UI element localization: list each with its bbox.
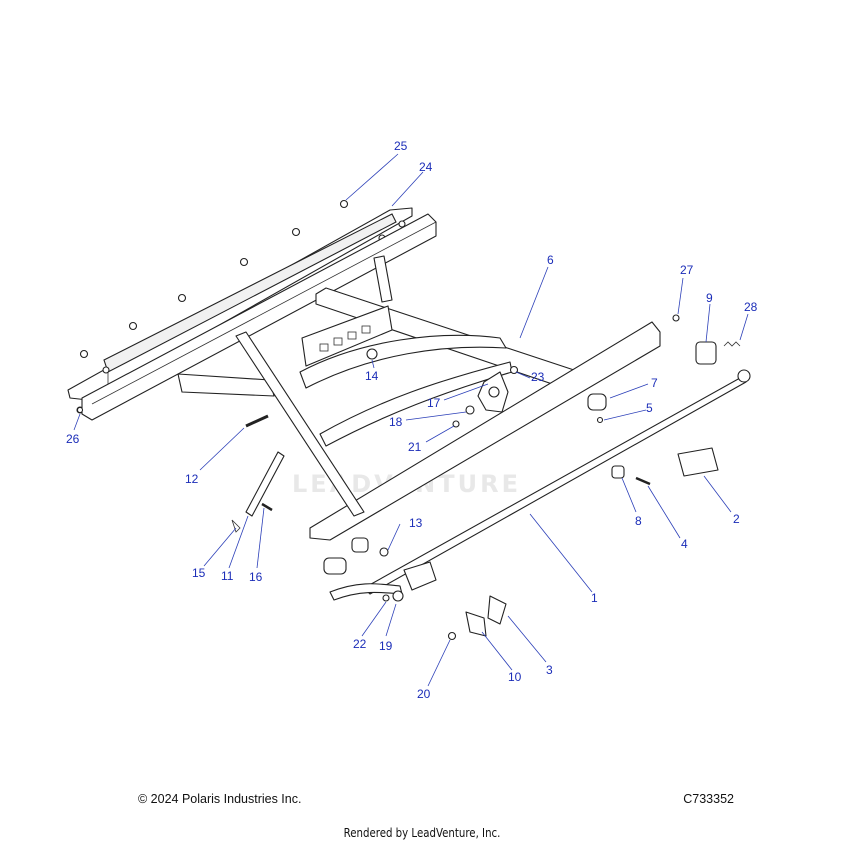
callout-22[interactable]: 22 [353,637,367,651]
callout-25[interactable]: 25 [394,139,408,153]
part-4-bolt [635,476,651,486]
callout-7[interactable]: 7 [651,376,658,390]
part-19-bushing [392,590,404,602]
part-5-screw [596,416,604,424]
callout-26[interactable]: 26 [66,432,80,446]
part-27-screw [672,314,680,322]
part-2-bracket [677,447,719,477]
callout-20[interactable]: 20 [417,687,431,701]
callout-2[interactable]: 2 [733,512,740,526]
callout-10[interactable]: 10 [508,670,522,684]
callout-8[interactable]: 8 [635,514,642,528]
callout-18[interactable]: 18 [389,415,403,429]
callout-4[interactable]: 4 [681,537,688,551]
callout-12[interactable]: 12 [185,472,199,486]
callout-3[interactable]: 3 [546,663,553,677]
callout-14[interactable]: 14 [365,369,379,383]
part-16-bolt [261,502,273,512]
part-13-nut [379,547,389,557]
part-11-shock [245,451,285,517]
part-22-nut [382,594,390,602]
callouts: 25 24 6 27 9 28 7 5 2 4 8 1 3 10 20 19 2… [66,139,758,701]
callout-24[interactable]: 24 [419,160,433,174]
part-24-angle-strip [67,207,413,401]
callout-21[interactable]: 21 [408,440,422,454]
diagram-code: C733352 [683,792,734,806]
part-17-mount [477,371,509,413]
part-3-bracket [487,595,507,625]
part-23-nut [509,365,519,375]
callout-9[interactable]: 9 [706,291,713,305]
callout-17[interactable]: 17 [427,396,441,410]
callout-27[interactable]: 27 [680,263,694,277]
part-28-spring [723,341,741,347]
callout-11[interactable]: 11 [221,569,234,583]
callout-28[interactable]: 28 [744,300,758,314]
part-10-plate [465,611,487,637]
part-26-screw [76,406,84,414]
loose-bushings [323,537,369,575]
callout-23[interactable]: 23 [531,370,545,384]
part-18-washer [465,405,475,415]
part-15-pin [231,519,241,533]
part-9-sleeve [695,341,717,365]
callout-13[interactable]: 13 [409,516,423,530]
part-21-screw [452,420,460,428]
callout-16[interactable]: 16 [249,570,263,584]
part-1-rod [329,369,751,601]
callout-15[interactable]: 15 [192,566,206,580]
part-8-clip [611,465,625,479]
copyright-notice: © 2024 Polaris Industries Inc. [138,792,302,806]
callout-6[interactable]: 6 [547,253,554,267]
rendered-by-credit: Rendered by LeadVenture, Inc. [343,826,501,840]
part-14-bushing [366,348,378,360]
part-7-bumper [587,393,607,411]
part-20-screw [447,631,457,641]
callout-1[interactable]: 1 [591,591,598,605]
leader-lines [73,153,749,687]
callout-19[interactable]: 19 [379,639,393,653]
callout-5[interactable]: 5 [646,401,653,415]
part-6-main-frame [81,213,661,541]
part-12-bolt [245,414,269,428]
